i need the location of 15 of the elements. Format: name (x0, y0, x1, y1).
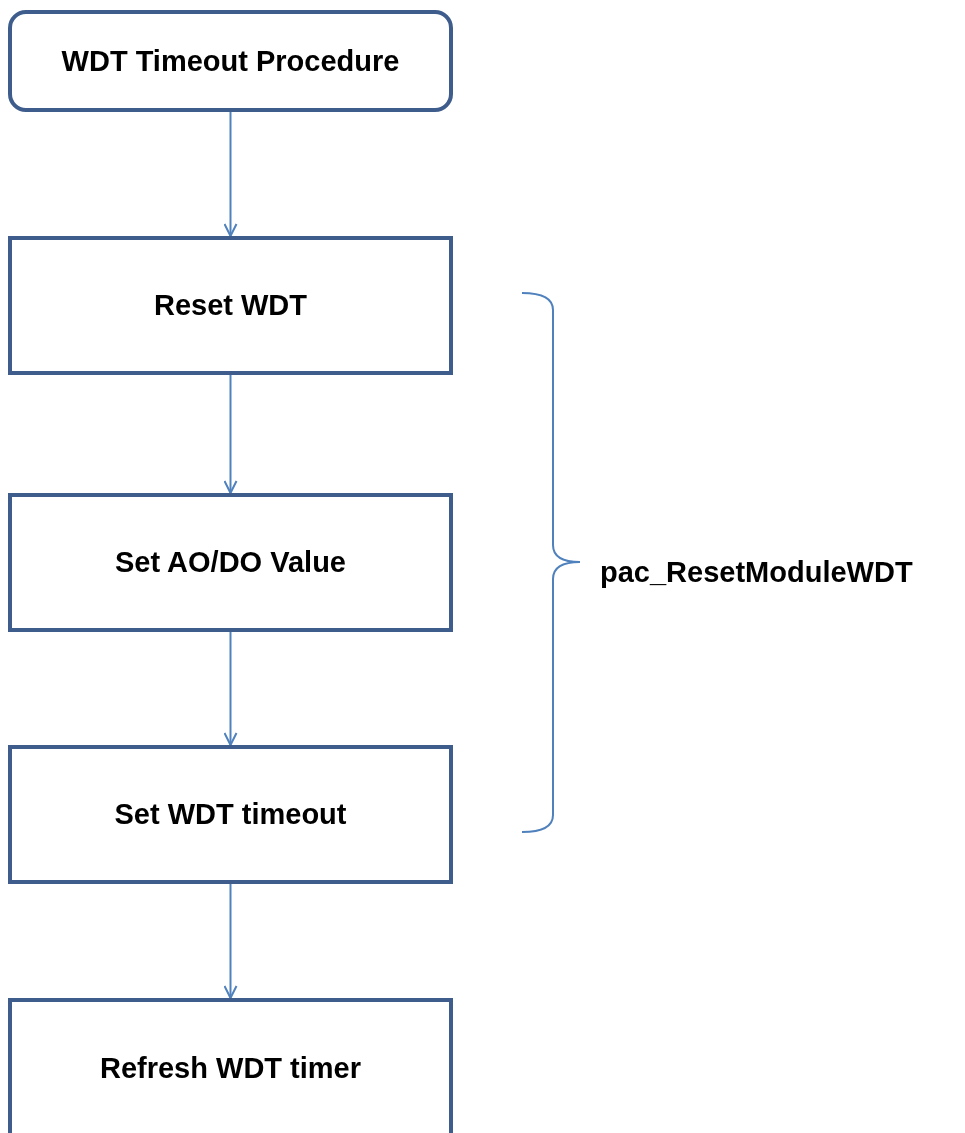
node-text: Set WDT timeout (114, 798, 347, 831)
arrow (223, 631, 238, 746)
arrow (223, 883, 238, 999)
arrow (223, 374, 238, 494)
start-box (8, 10, 453, 112)
arrow (223, 111, 238, 237)
process-box (8, 236, 453, 375)
process-box (8, 493, 453, 632)
process-box (8, 745, 453, 884)
node-text: Refresh WDT timer (99, 1052, 361, 1085)
function-name-label: pac_ResetModuleWDT (600, 556, 913, 589)
node-text: WDT Timeout Procedure (61, 44, 400, 78)
node-text: Set AO/DO Value (115, 546, 346, 579)
node-text: Reset WDT (153, 289, 308, 322)
process-box (8, 998, 453, 1133)
